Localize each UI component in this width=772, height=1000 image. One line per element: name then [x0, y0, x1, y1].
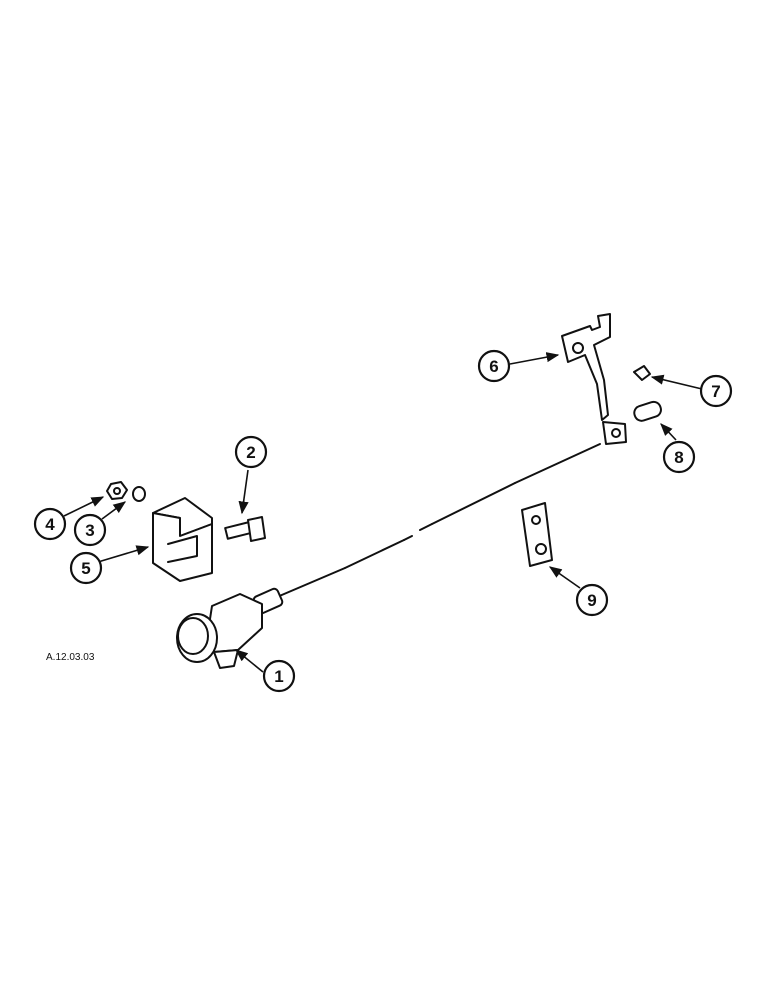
callout-4: 4	[33, 507, 67, 541]
mounting-plate	[521, 502, 553, 567]
callout-8: 8	[662, 440, 696, 474]
mounting-bracket	[152, 497, 213, 582]
callout-2: 2	[234, 435, 268, 469]
figure-code: A.12.03.03	[46, 652, 95, 663]
svg-text:1: 1	[274, 667, 283, 686]
lever-arm	[561, 313, 627, 445]
callout-7: 7	[699, 374, 733, 408]
bolt	[224, 516, 266, 542]
control-cable-assembly	[176, 443, 601, 669]
svg-text:9: 9	[587, 591, 596, 610]
nut	[106, 481, 128, 500]
svg-text:8: 8	[674, 448, 683, 467]
svg-text:5: 5	[81, 559, 90, 578]
svg-text:6: 6	[489, 357, 498, 376]
svg-text:4: 4	[45, 515, 55, 534]
callout-9: 9	[575, 583, 609, 617]
callout-3: 3	[73, 513, 107, 547]
leader-lines	[63, 352, 703, 673]
lock-washer	[132, 486, 146, 502]
callout-5: 5	[69, 551, 103, 585]
svg-text:3: 3	[85, 521, 94, 540]
svg-text:2: 2	[246, 443, 255, 462]
svg-text:7: 7	[711, 382, 720, 401]
retaining-clip	[633, 365, 651, 381]
cable-ferrule	[633, 400, 662, 422]
callout-1: 1	[262, 659, 296, 693]
callout-6: 6	[477, 349, 511, 383]
